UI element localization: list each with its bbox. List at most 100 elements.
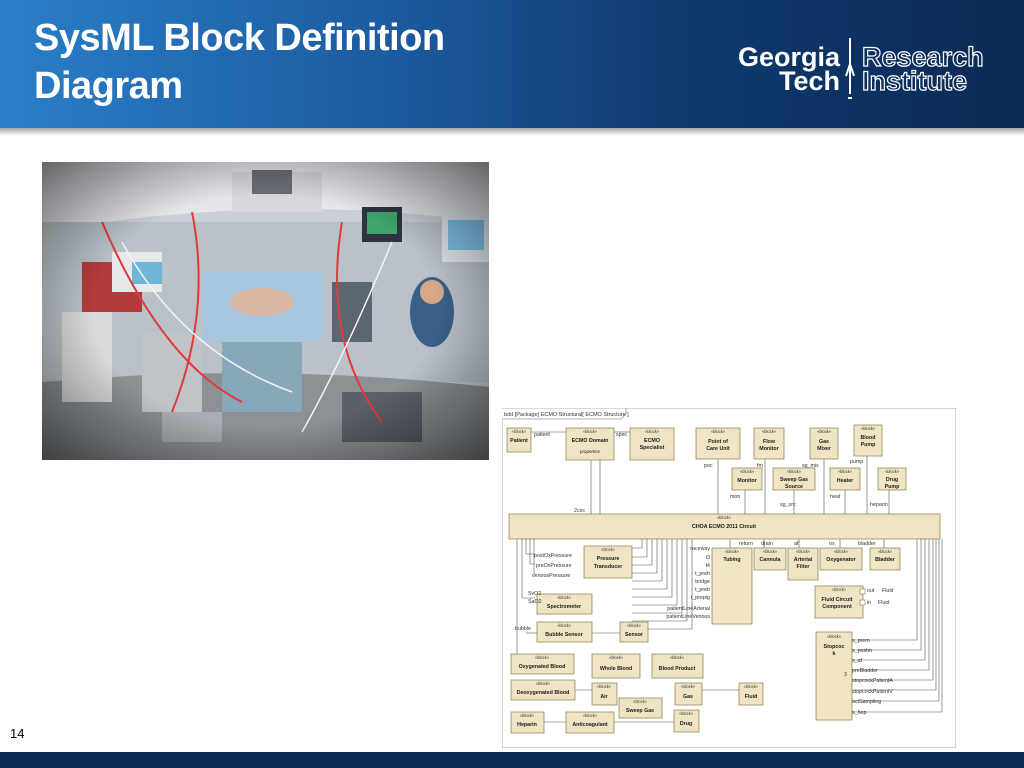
- svg-text:«block»: «block»: [740, 469, 755, 474]
- logo-institute: Institute: [862, 66, 967, 96]
- svg-text:bladder: bladder: [858, 541, 876, 547]
- svg-text:heat: heat: [830, 494, 841, 500]
- svg-text:patientLineArterial: patientLineArterial: [667, 606, 710, 612]
- logo-georgia: Georgia: [738, 42, 841, 72]
- svg-text:bridge: bridge: [695, 579, 710, 585]
- svg-text:«block»: «block»: [670, 655, 685, 660]
- svg-text:patient: patient: [534, 432, 550, 438]
- svg-text:ox: ox: [829, 541, 835, 547]
- icu-photo: [42, 162, 489, 460]
- svg-text:«block»: «block»: [535, 655, 550, 660]
- svg-text:«block»: «block»: [817, 429, 832, 434]
- bdd-blocks: [506, 424, 941, 734]
- block-sensor: [619, 621, 649, 643]
- block-sweep-gas: [618, 697, 663, 719]
- svg-text:Pump: Pump: [861, 442, 876, 448]
- svg-text:Monitor: Monitor: [759, 446, 778, 452]
- svg-text:sg_mix: sg_mix: [802, 463, 819, 469]
- svg-text:«block»: «block»: [834, 549, 849, 554]
- svg-text:«block»: «block»: [763, 549, 778, 554]
- bdd-connectors: [516, 431, 943, 723]
- svg-text:t_preh: t_preh: [695, 571, 710, 577]
- svg-text:«block»: «block»: [583, 429, 598, 434]
- svg-text:Drug: Drug: [680, 721, 692, 727]
- block-anticoagulant: [565, 711, 615, 734]
- svg-text:Deoxygenated Blood: Deoxygenated Blood: [517, 690, 570, 696]
- svg-text:Fluid: Fluid: [745, 694, 758, 700]
- svg-text:Spectrometer: Spectrometer: [547, 604, 581, 610]
- block-fluid: [738, 682, 764, 706]
- svg-text:Source: Source: [785, 484, 803, 490]
- svg-text:in: in: [867, 600, 871, 606]
- block-whole-blood: [591, 653, 641, 679]
- svg-text:«block»: «block»: [601, 547, 616, 552]
- bdd-diagram: bdd [Package] ECMO Structural[ ECMO Stru…: [502, 408, 956, 748]
- block-monitor: [731, 467, 763, 491]
- svg-text:drain: drain: [761, 541, 773, 547]
- logo-research: Research: [862, 42, 984, 72]
- svg-text:heparin: heparin: [870, 502, 888, 508]
- block-blood-pump: [853, 424, 883, 457]
- bdd-block-names: Patient ECMO Domain properties ECMO Spec…: [510, 435, 900, 728]
- block-bubble-sensor: [536, 621, 593, 643]
- svg-text:Heater: Heater: [837, 478, 854, 484]
- svg-text:t3: t3: [706, 555, 710, 561]
- svg-text:«block»: «block»: [885, 469, 900, 474]
- block-ecmo-domain: [565, 427, 615, 461]
- svg-text:«block»: «block»: [681, 684, 696, 689]
- block-air: [591, 682, 618, 706]
- block-heater: [829, 467, 861, 491]
- block-ecmo-specialist: [629, 427, 675, 461]
- svg-text:actSampling: actSampling: [852, 699, 881, 705]
- svg-text:Sensor: Sensor: [625, 632, 643, 638]
- svg-text:pump: pump: [850, 459, 863, 465]
- svg-text:mon: mon: [730, 494, 740, 500]
- svg-text:«block»: «block»: [633, 699, 648, 704]
- svg-text:preOxPressure: preOxPressure: [536, 563, 572, 569]
- svg-text:Tubing: Tubing: [723, 557, 740, 563]
- svg-text:Arterial: Arterial: [794, 557, 813, 563]
- svg-text:Point of: Point of: [708, 439, 728, 445]
- svg-text:Blood Product: Blood Product: [659, 666, 696, 672]
- svg-text:bubble: bubble: [515, 626, 531, 632]
- block-heparin: [510, 711, 545, 734]
- gtri-logo: Georgia Tech Research Institute: [738, 38, 984, 99]
- svg-text:Oxygenator: Oxygenator: [826, 557, 855, 563]
- svg-text:Bubble Sensor: Bubble Sensor: [545, 632, 582, 638]
- svg-text:Specialist: Specialist: [640, 445, 665, 451]
- svg-text:stopcockPatientV: stopcockPatientV: [852, 689, 893, 695]
- svg-text:Bladder: Bladder: [875, 557, 895, 563]
- banner-shadow: [0, 128, 1024, 136]
- svg-text:Whole Blood: Whole Blood: [600, 666, 632, 672]
- block-flow-monitor: [753, 427, 785, 460]
- title-banner: [0, 0, 1024, 128]
- bdd-role-labels: patient spec poc fm sg_mix pump mon sg_s…: [515, 432, 894, 716]
- svg-text:SvO2: SvO2: [528, 591, 541, 597]
- svg-text:«block»: «block»: [627, 623, 642, 628]
- bdd-ports: [859, 588, 866, 606]
- svg-text:venousPressure: venousPressure: [532, 573, 570, 579]
- svg-text:Gas: Gas: [683, 694, 693, 700]
- block-stopcock: [815, 631, 853, 721]
- svg-text:«block»: «block»: [557, 595, 572, 600]
- svg-text:s_postm: s_postm: [852, 648, 873, 654]
- svg-text:sg_src: sg_src: [780, 502, 796, 508]
- svg-text:fm: fm: [757, 463, 763, 469]
- svg-text:Transducer: Transducer: [594, 564, 623, 570]
- block-gas: [674, 682, 703, 706]
- block-tubing: [711, 547, 753, 625]
- block-choa-circuit: [508, 513, 941, 540]
- bdd-stereotypes: «block» «block» «block» «block» «block» …: [512, 426, 900, 718]
- svg-text:«block»: «block»: [796, 549, 811, 554]
- block-spectrometer: [536, 593, 593, 615]
- svg-text:ECMO: ECMO: [644, 438, 660, 444]
- svg-text:2circ: 2circ: [574, 508, 586, 514]
- svg-text:«block»: «block»: [679, 711, 694, 716]
- svg-text:«block»: «block»: [597, 684, 612, 689]
- svg-text:return: return: [739, 541, 753, 547]
- svg-text:s_af: s_af: [852, 658, 863, 664]
- svg-text:patientLineVenous: patientLineVenous: [666, 614, 710, 620]
- svg-text:3: 3: [844, 672, 847, 678]
- svg-text:Component: Component: [822, 604, 852, 610]
- svg-text:Gas: Gas: [819, 439, 829, 445]
